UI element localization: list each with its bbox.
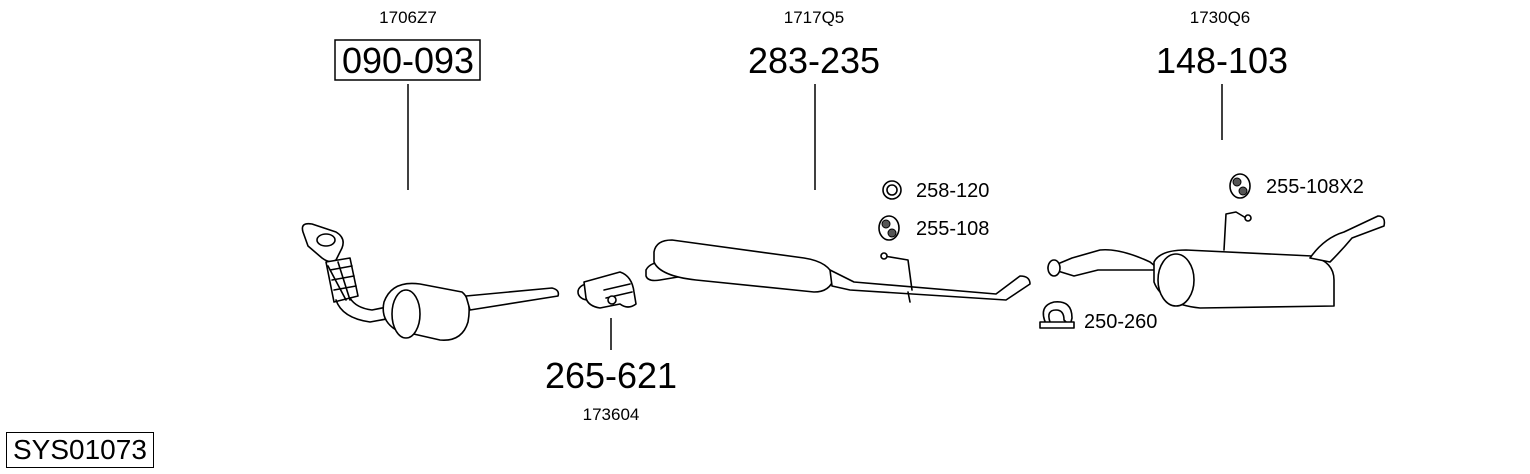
- rubber-hanger-rear-part-number: 255-108X2: [1266, 176, 1364, 198]
- ring-part-number: 258-120: [916, 180, 989, 202]
- clamp-part-ref: 173604: [583, 405, 640, 424]
- front-part-number: 090-093: [342, 40, 474, 81]
- middle-part-ref: 1717Q5: [784, 8, 845, 27]
- clamp-ring-part-number: 250-260: [1084, 311, 1157, 333]
- clamp-part-number: 265-621: [545, 355, 677, 396]
- system-code-label: SYS01073: [6, 432, 154, 468]
- clamp-part: [577, 271, 637, 309]
- middle-muffler-section: [645, 239, 1031, 303]
- clamp-ring-icon: [1039, 301, 1075, 329]
- rubber-hanger-icon: [878, 215, 900, 241]
- rubber-hanger-part-number: 255-108: [916, 218, 989, 240]
- front-part-ref: 1706Z7: [379, 8, 437, 27]
- rear-part-number: 148-103: [1156, 40, 1288, 81]
- ring-icon: [882, 180, 902, 200]
- front-catalytic-section: [301, 222, 560, 341]
- middle-part-number: 283-235: [748, 40, 880, 81]
- rubber-hanger-rear-icon: [1229, 173, 1251, 199]
- rear-muffler-section: [1047, 211, 1386, 309]
- rear-part-ref: 1730Q6: [1190, 8, 1251, 27]
- front-part-number-box: [334, 39, 481, 81]
